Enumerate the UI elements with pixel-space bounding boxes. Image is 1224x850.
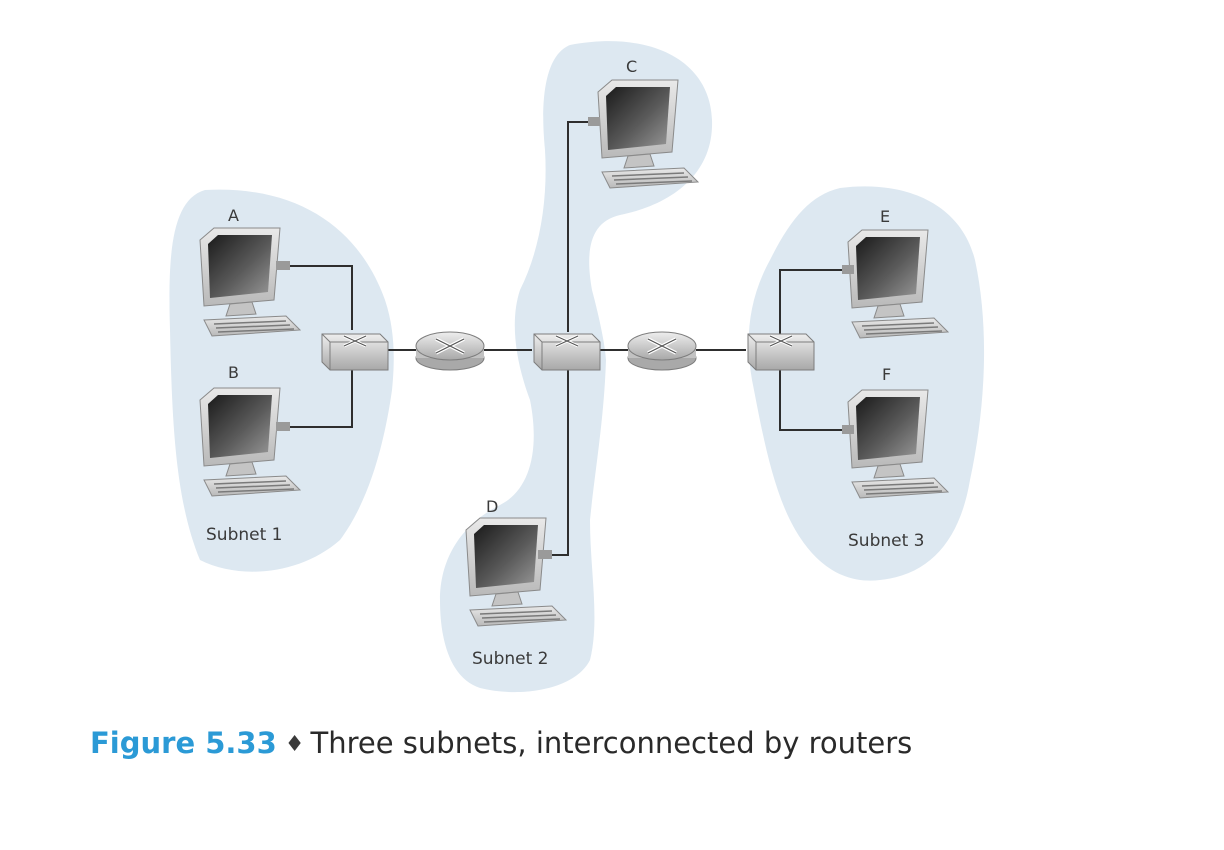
subnet-2-label: Subnet 2 [472, 649, 548, 669]
router-2-icon [626, 330, 698, 372]
port-c [588, 117, 600, 126]
host-label-a: A [228, 206, 239, 225]
caption-text: Three subnets, interconnected by routers [310, 726, 913, 760]
host-label-e: E [880, 207, 890, 226]
port-e [842, 265, 854, 274]
subnet-1-label: Subnet 1 [206, 525, 282, 545]
port-f [842, 425, 854, 434]
host-label-b: B [228, 363, 239, 382]
link-d-switch [548, 368, 569, 556]
link-b-switch [287, 368, 353, 428]
port-b [276, 422, 290, 431]
figure-caption: Figure 5.33 ♦Three subnets, interconnecte… [90, 726, 912, 760]
host-label-f: F [882, 365, 891, 384]
caption-separator: ♦ [284, 732, 305, 757]
link-a-switch [287, 265, 353, 330]
router-1-icon [414, 330, 486, 372]
switch-subnet-1-icon [320, 332, 390, 372]
host-label-c: C [626, 57, 637, 76]
subnet-3-label: Subnet 3 [848, 531, 924, 551]
host-label-d: D [486, 497, 498, 516]
link-f-switch [779, 368, 848, 431]
switch-subnet-2-icon [532, 332, 602, 372]
switch-subnet-3-icon [746, 332, 816, 372]
port-d [538, 550, 552, 559]
link-e-switch [779, 269, 848, 334]
figure-number: Figure 5.33 [90, 726, 277, 760]
port-a [276, 261, 290, 270]
